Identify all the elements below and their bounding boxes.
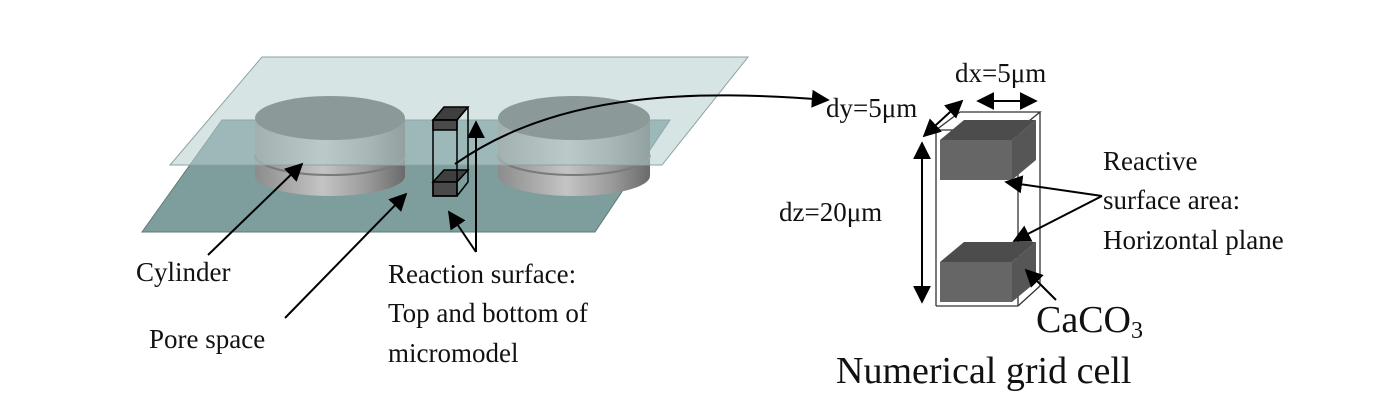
dy-dimension-arrow xyxy=(922,99,964,138)
reactive-surface-line2: surface area: xyxy=(1103,185,1241,215)
caco3-label: CaCO3 xyxy=(1036,298,1143,345)
pore-space-arrow xyxy=(284,192,408,319)
cylinder-arrow xyxy=(207,162,304,256)
caco3-subscript: 3 xyxy=(1131,318,1143,344)
reactive-arrow-top xyxy=(1004,175,1103,197)
micromodel-cell xyxy=(431,106,470,197)
pore-space-label: Pore space xyxy=(149,324,266,354)
caco3-main: CaCO xyxy=(1036,299,1131,341)
dz-label: dz=20μm xyxy=(779,197,883,227)
caco3-arrow xyxy=(1024,268,1057,301)
reaction-surface-line3: micromodel xyxy=(388,338,519,368)
dx-label: dx=5μm xyxy=(955,58,1047,88)
caco3-block-top xyxy=(940,120,1036,180)
grid-cell-title: Numerical grid cell xyxy=(836,350,1132,392)
reactive-surface-line1: Reactive xyxy=(1103,146,1198,176)
dy-label: dy=5μm xyxy=(826,93,918,123)
cell-zoom-arrow xyxy=(454,89,830,165)
reaction-surface-line1: Reaction surface: xyxy=(388,259,577,289)
reactive-arrow-bottom xyxy=(1012,195,1103,242)
reaction-surface-line2: Top and bottom of xyxy=(388,298,588,328)
caco3-block-bottom xyxy=(940,242,1036,302)
reaction-arrow-bottom xyxy=(447,210,477,253)
reactive-surface-line3: Horizontal plane xyxy=(1103,225,1284,255)
cylinder-label: Cylinder xyxy=(136,257,231,287)
